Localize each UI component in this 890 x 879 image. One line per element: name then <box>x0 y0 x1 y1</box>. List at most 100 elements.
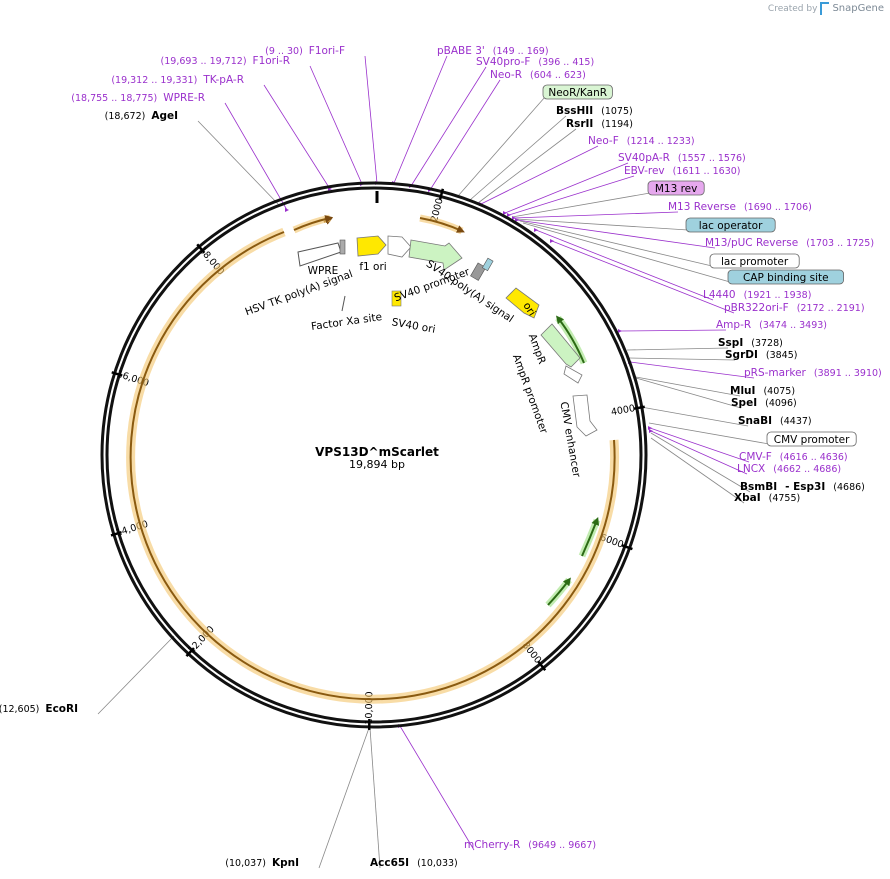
label-leader <box>393 55 448 184</box>
backbone-inner-ring <box>105 186 643 724</box>
enzyme-label[interactable]: BsmBI- Esp3I(4686) <box>740 481 865 493</box>
scale-tick <box>111 371 123 377</box>
primer-label[interactable]: Amp-R(3474 .. 3493) <box>716 319 827 331</box>
scale-tick <box>196 243 206 254</box>
feature-label: f1 ori <box>359 261 386 273</box>
label-leader <box>477 128 577 204</box>
label-leader <box>508 175 635 216</box>
sv40-promoter-feature <box>387 235 412 258</box>
primer-label[interactable]: CMV-F(4616 .. 4636) <box>739 451 848 463</box>
label-leader <box>650 432 751 493</box>
enzyme-label[interactable]: SnaBI(4437) <box>738 415 812 427</box>
scale-tick <box>185 647 195 657</box>
primer-label[interactable]: SV40pro-F(396 .. 415) <box>476 56 594 68</box>
label-leader <box>457 96 546 197</box>
scale-tick <box>110 530 122 537</box>
primer-arrow-icon <box>507 213 511 217</box>
ampr-promoter-feature <box>563 365 583 384</box>
wpre-feature <box>297 242 342 267</box>
feature-box-label: CAP binding site <box>743 272 829 284</box>
large-feature-arc <box>129 231 616 701</box>
primer-label[interactable]: L4440(1921 .. 1938) <box>703 289 811 301</box>
primer-label[interactable]: (9 .. 30)F1ori-F <box>265 45 345 57</box>
label-leader-lines <box>97 55 770 869</box>
label-leader <box>516 219 716 249</box>
scale-tick-label: 4000 <box>610 403 636 418</box>
enzyme-label[interactable]: XbaI(4755) <box>734 492 800 504</box>
f1-ori-feature <box>356 235 387 257</box>
enzyme-label[interactable]: (10,037)KpnI <box>225 857 299 869</box>
feature-box[interactable] <box>709 253 800 269</box>
feature-box-label: NeoR/KanR <box>548 87 607 99</box>
primer-label[interactable]: SV40pA-R(1557 .. 1576) <box>618 152 746 164</box>
enzyme-label[interactable]: MluI(4075) <box>730 385 795 397</box>
primer-label[interactable]: M13 Reverse(1690 .. 1706) <box>668 201 812 213</box>
sv40-ori-feature <box>391 290 402 307</box>
label-leader <box>515 218 689 231</box>
primer-label[interactable]: (19,693 .. 19,712)F1ori-R <box>161 55 290 67</box>
label-leader <box>364 55 378 184</box>
top-left-arc <box>293 215 334 231</box>
label-leader <box>650 437 745 504</box>
primer-label[interactable]: M13/pUC Reverse(1703 .. 1725) <box>705 237 874 249</box>
feature-box[interactable] <box>542 84 613 100</box>
label-leader <box>369 727 381 869</box>
primer-label[interactable]: (18,755 .. 18,775)WPRE-R <box>71 92 205 104</box>
feature-box-label: CMV promoter <box>774 434 850 446</box>
primer-label[interactable]: pBABE 3'(149 .. 169) <box>437 45 549 57</box>
label-leader <box>519 220 713 267</box>
label-leader <box>648 422 770 445</box>
label-leader <box>504 162 629 214</box>
primer-label[interactable]: LNCX(4662 .. 4686) <box>737 463 841 475</box>
enzyme-label[interactable]: SgrDI(3845) <box>725 349 797 361</box>
neor-feature <box>408 239 463 271</box>
feature-box[interactable] <box>766 431 857 447</box>
primer-label[interactable]: mCherry-R(9649 .. 9667) <box>464 839 596 851</box>
feature-label: HSV TK poly(A) signal <box>243 268 354 318</box>
lac-feature <box>481 257 494 272</box>
scale-tick <box>621 544 633 551</box>
label-leader <box>513 211 679 219</box>
primer-label[interactable]: (19,312 .. 19,331)TK-pA-R <box>111 74 244 86</box>
label-leader <box>619 329 727 332</box>
primer-label[interactable]: pRS-marker(3891 .. 3910) <box>744 367 882 379</box>
primer-label[interactable]: EBV-rev(1611 .. 1630) <box>624 165 741 177</box>
enzyme-label[interactable]: RsrII(1194) <box>566 118 633 130</box>
feature-label: AmpR promoter <box>510 353 550 436</box>
factor-xa-leader <box>341 295 346 312</box>
plasmid-name: VPS13D^mScarlet <box>315 445 439 459</box>
enzyme-label[interactable]: (18,672)AgeI <box>105 110 178 122</box>
feature-label: SV40 poly(A) signal <box>424 258 516 325</box>
feature-label: Factor Xa site <box>310 311 382 333</box>
label-leader <box>626 347 729 351</box>
feature-box[interactable] <box>647 180 705 196</box>
label-leader <box>318 727 370 869</box>
primer-label[interactable]: Neo-F(1214 .. 1233) <box>588 135 695 147</box>
label-leader <box>97 635 175 715</box>
ampr-feature <box>540 323 581 368</box>
primer-arrow-icon <box>512 216 516 220</box>
enzyme-label[interactable]: BssHII(1075) <box>556 105 633 117</box>
label-leader <box>480 145 599 205</box>
label-leader <box>309 65 363 185</box>
feature-box[interactable] <box>727 269 844 285</box>
label-leader <box>399 725 475 851</box>
primer-arrow-icon <box>285 208 289 212</box>
label-leader <box>629 361 755 379</box>
primer-arrow-icon <box>648 426 652 430</box>
feature-label: SV40 ori <box>391 316 437 335</box>
scale-tick-label: 10,000 <box>364 691 376 724</box>
primer-arrow-icon <box>503 211 507 215</box>
enzyme-label[interactable]: SpeI(4096) <box>731 397 797 409</box>
primer-label[interactable]: pBR322ori-F(2172 .. 2191) <box>724 302 865 314</box>
primer-label[interactable]: Neo-R(604 .. 623) <box>490 69 586 81</box>
top-right-arc <box>419 217 465 233</box>
enzyme-label[interactable]: (12,605)EcoRI <box>0 703 78 715</box>
ori-feature <box>505 287 540 319</box>
feature-box[interactable] <box>685 217 776 233</box>
enzyme-label[interactable]: Acc65I(10,033) <box>370 857 458 869</box>
green-arc-2 <box>581 517 599 557</box>
label-leader <box>224 102 288 211</box>
enzyme-label[interactable]: SspI(3728) <box>718 337 783 349</box>
